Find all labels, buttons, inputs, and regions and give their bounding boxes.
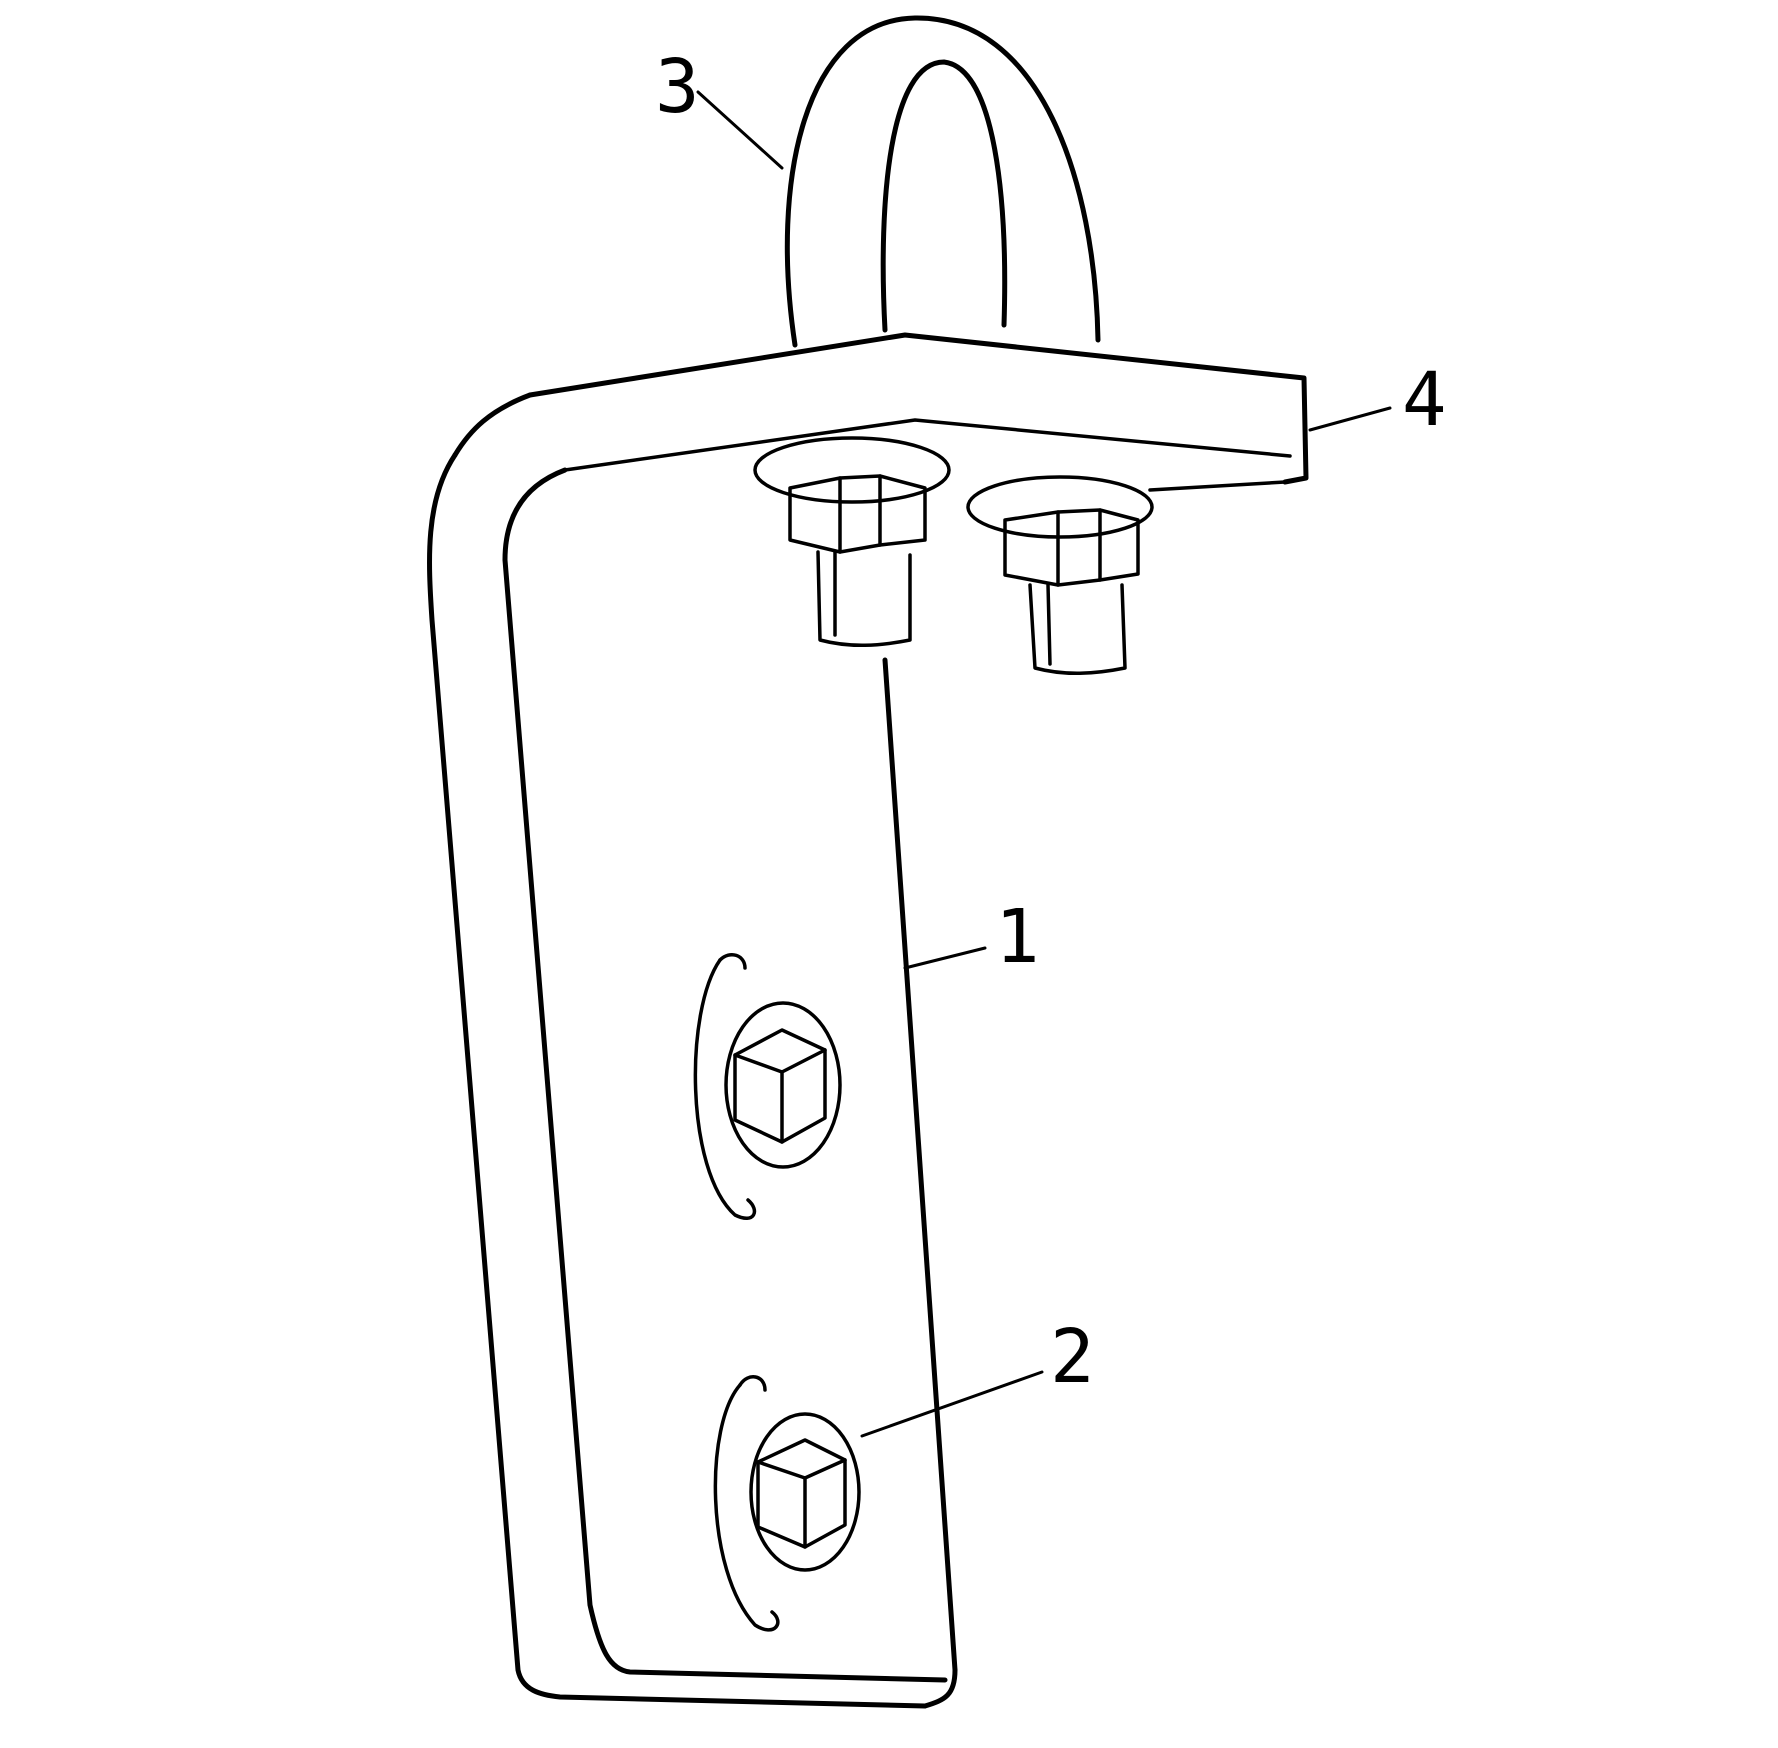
callout-2: 2 xyxy=(1050,1314,1095,1400)
top-bolt-left xyxy=(753,436,951,647)
leader-1 xyxy=(903,946,987,970)
callout-labels: 3 4 1 2 xyxy=(655,44,1447,1400)
hex-bolt-lower xyxy=(713,1375,861,1632)
hex-bolt-upper xyxy=(693,952,842,1221)
leader-4 xyxy=(1308,406,1392,432)
leader-2 xyxy=(860,1370,1044,1438)
leader-lines xyxy=(696,90,1392,1438)
u-bolt xyxy=(784,15,1101,348)
callout-3: 3 xyxy=(655,44,700,130)
callout-4: 4 xyxy=(1402,357,1447,443)
top-plate xyxy=(452,332,1309,492)
leader-3 xyxy=(696,90,784,170)
callout-1: 1 xyxy=(995,894,1040,980)
vertical-plate xyxy=(427,452,958,1709)
top-bolt-right xyxy=(966,475,1154,675)
